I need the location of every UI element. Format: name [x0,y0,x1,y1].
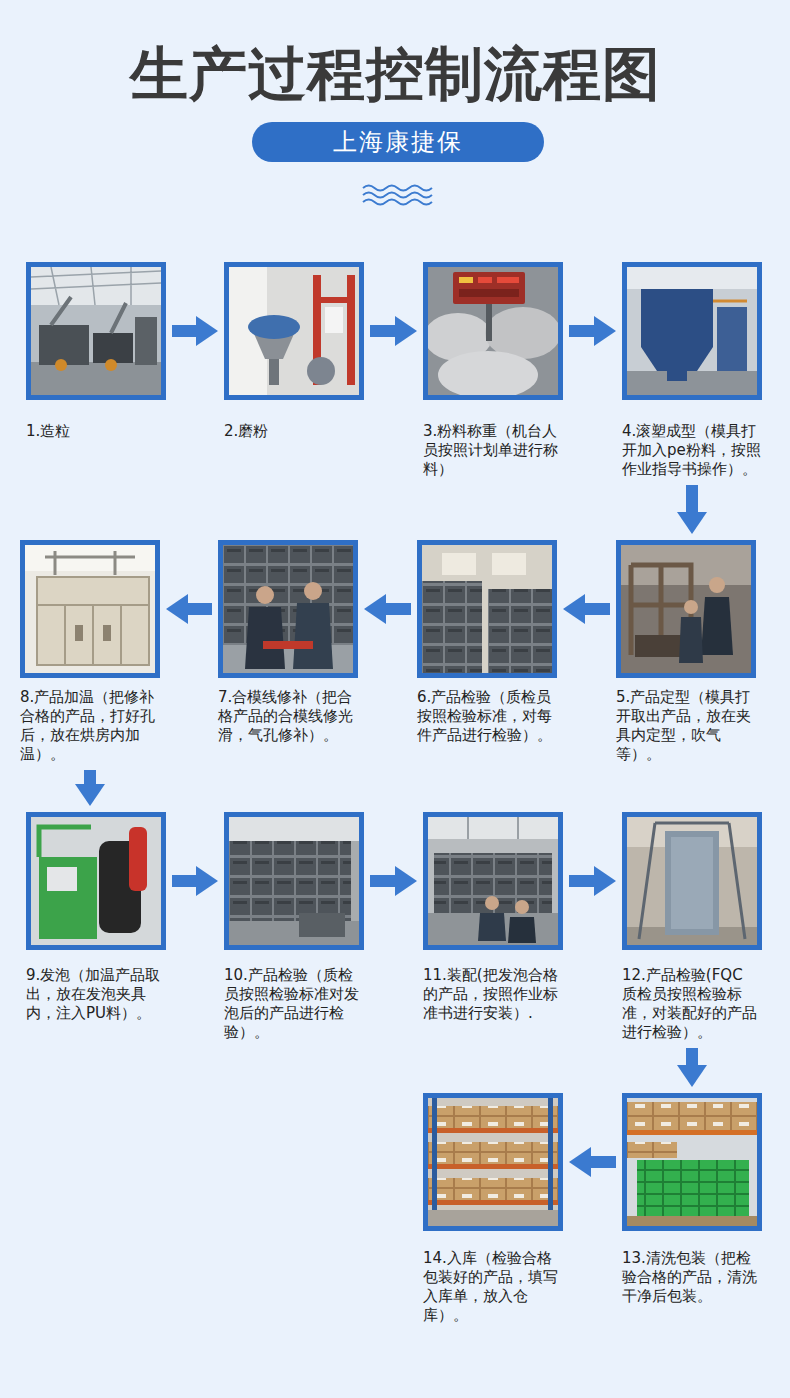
process-step: 2.磨粉 [224,262,364,441]
flow-arrow [569,325,594,337]
process-step: 10.产品检验（质检员按照检验标准对发泡后的产品进行检验）。 [224,812,364,1042]
step-caption: 4.滚塑成型（模具打开加入pe粉料，按照作业指导书操作）。 [622,422,762,479]
photo-frame [423,812,563,950]
process-step: 11.装配(把发泡合格的产品，按照作业标准书进行安装）. [423,812,563,1023]
process-step: 13.清洗包装（把检验合格的产品，清洗干净后包装。 [622,1093,762,1306]
company-name: 上海康捷保 [333,127,463,157]
flow-arrow [591,1156,616,1168]
photo [25,545,155,673]
photo-frame [622,1093,762,1231]
process-step: 5.产品定型（模具打开取出产品，放在夹具内定型，吹气等）。 [616,540,756,764]
photo [31,267,161,395]
flow-arrow [370,875,395,887]
photo-frame [423,1093,563,1231]
flow-arrow [386,603,411,615]
photo [627,1098,757,1226]
photo-frame [224,262,364,400]
process-step: 4.滚塑成型（模具打开加入pe粉料，按照作业指导书操作）。 [622,262,762,479]
step-caption: 2.磨粉 [224,422,364,441]
photo-frame [26,812,166,950]
process-step: 7.合模线修补（把合格产品的合模线修光滑，气孔修补）。 [218,540,358,745]
photo [428,1098,558,1226]
page-title: 生产过程控制流程图 [0,38,790,110]
photo-frame [622,262,762,400]
step-caption: 6.产品检验（质检员按照检验标准，对每件产品进行检验）。 [417,688,557,745]
process-step: 12.产品检验(FQC 质检员按照检验标准，对装配好的产品进行检验）。 [622,812,762,1042]
photo-frame [26,262,166,400]
photo [627,267,757,395]
photo-frame [417,540,557,678]
process-step: 8.产品加温（把修补合格的产品，打好孔后，放在烘房内加温）。 [20,540,160,764]
photo [31,817,161,945]
step-caption: 10.产品检验（质检员按照检验标准对发泡后的产品进行检验）。 [224,966,364,1042]
wave-ornament [363,186,432,205]
photo [223,545,353,673]
company-badge: 上海康捷保 [252,122,544,162]
photo [229,267,359,395]
step-caption: 8.产品加温（把修补合格的产品，打好孔后，放在烘房内加温）。 [20,688,160,764]
flow-arrow [686,485,698,512]
flow-arrow [585,603,610,615]
photo [422,545,552,673]
photo-frame [423,262,563,400]
flow-arrow [569,875,594,887]
process-step: 14.入库（检验合格包装好的产品，填写入库单，放入仓库）。 [423,1093,563,1325]
photo-frame [20,540,160,678]
flow-arrow [172,325,196,337]
flow-arrow [188,603,212,615]
step-caption: 13.清洗包装（把检验合格的产品，清洗干净后包装。 [622,1249,762,1306]
step-caption: 7.合模线修补（把合格产品的合模线修光滑，气孔修补）。 [218,688,358,745]
flow-arrow [172,875,196,887]
photo [229,817,359,945]
photo-frame [622,812,762,950]
photo-frame [218,540,358,678]
photo [621,545,751,673]
photo [428,817,558,945]
process-step: 6.产品检验（质检员按照检验标准，对每件产品进行检验）。 [417,540,557,745]
flow-arrow [84,770,96,784]
photo [424,267,561,399]
photo-frame [616,540,756,678]
flow-arrow [370,325,395,337]
step-caption: 14.入库（检验合格包装好的产品，填写入库单，放入仓库）。 [423,1249,563,1325]
process-step: 3.粉料称重（机台人员按照计划单进行称料） [423,262,563,479]
process-step: 9.发泡（加温产品取出，放在发泡夹具内，注入PU料）。 [26,812,166,1023]
step-caption: 1.造粒 [26,422,166,441]
flow-arrow [686,1048,698,1065]
photo-frame [224,812,364,950]
step-caption: 9.发泡（加温产品取出，放在发泡夹具内，注入PU料）。 [26,966,166,1023]
photo [627,817,757,945]
step-caption: 5.产品定型（模具打开取出产品，放在夹具内定型，吹气等）。 [616,688,756,764]
step-caption: 12.产品检验(FQC 质检员按照检验标准，对装配好的产品进行检验）。 [622,966,762,1042]
process-step: 1.造粒 [26,262,166,441]
step-caption: 3.粉料称重（机台人员按照计划单进行称料） [423,422,563,479]
step-caption: 11.装配(把发泡合格的产品，按照作业标准书进行安装）. [423,966,563,1023]
